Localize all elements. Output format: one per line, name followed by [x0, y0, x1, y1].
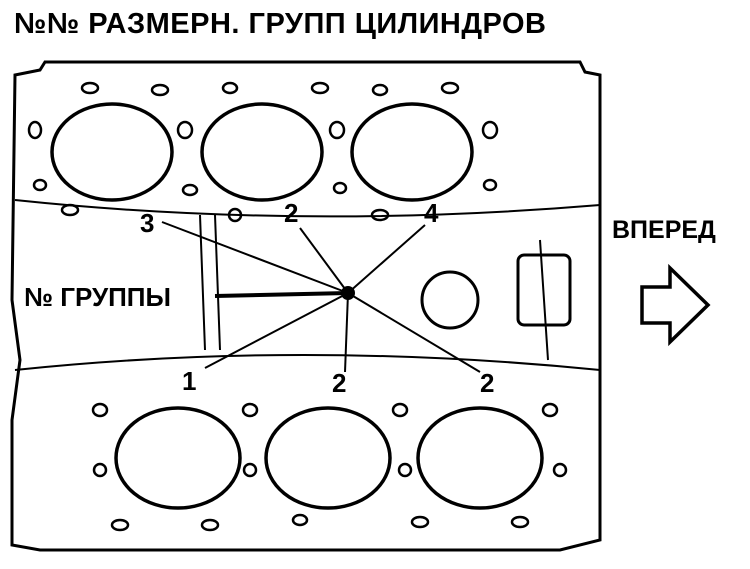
diagram-title: №№ РАЗМЕРН. ГРУПП ЦИЛИНДРОВ — [14, 8, 547, 40]
group-number-bottom-2: 2 — [332, 368, 346, 398]
bore-bottom-1 — [114, 406, 242, 510]
group-number-top-1: 3 — [140, 208, 154, 238]
bolt-holes — [27, 81, 568, 532]
group-number-top-2: 2 — [284, 198, 298, 228]
bore-top-2 — [200, 102, 324, 202]
bore-bottom-3 — [416, 406, 544, 510]
cylinder-bores — [50, 102, 544, 510]
engine-block-outline — [10, 60, 602, 552]
group-number-bottom-1: 1 — [182, 366, 196, 396]
bore-top-1 — [50, 102, 174, 202]
group-number-bottom-3: 2 — [480, 368, 494, 398]
forward-label: ВПЕРЕД — [612, 216, 716, 244]
group-number-top-3: 4 — [424, 198, 439, 228]
bore-top-3 — [350, 102, 474, 202]
leader-lines — [161, 221, 481, 373]
group-label: № ГРУППЫ — [24, 282, 171, 312]
bore-bottom-2 — [264, 406, 392, 510]
group-numbers: 3 2 4 1 2 2 — [140, 198, 494, 398]
arrow-right-outline-icon — [640, 263, 711, 347]
